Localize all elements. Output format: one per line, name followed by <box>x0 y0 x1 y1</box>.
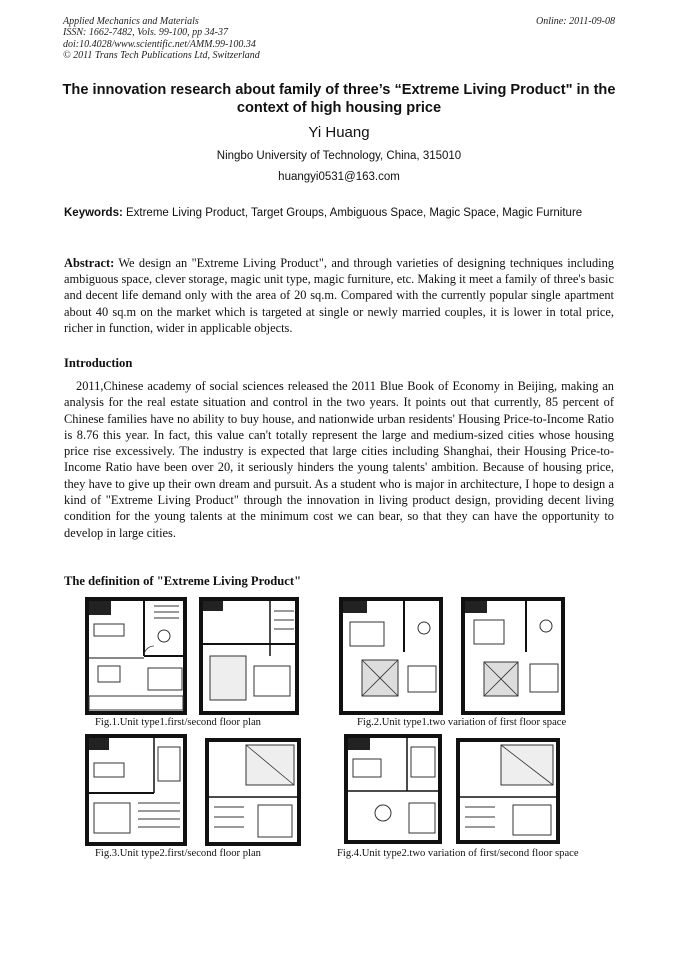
author-affiliation: Ningbo University of Technology, China, … <box>216 150 462 162</box>
floor-plan-drawing <box>199 597 299 715</box>
online-date: Online: 2011-09-08 <box>536 16 615 27</box>
fig4-caption: Fig.4.Unit type2.two variation of first/… <box>337 848 579 859</box>
floor-plan-drawing <box>85 597 187 715</box>
journal-issn: ISSN: 1662-7482, Vols. 99-100, pp 34-37 <box>63 27 228 39</box>
abstract-label: Abstract: <box>64 256 115 270</box>
definition-heading: The definition of "Extreme Living Produc… <box>64 574 302 588</box>
keywords-label: Keywords: <box>64 207 123 219</box>
fig4-first-floor-plan <box>343 733 443 845</box>
fig2-caption: Fig.2.Unit type1.two variation of first … <box>357 717 567 728</box>
journal-copyright: © 2011 Trans Tech Publications Ltd, Swit… <box>63 49 260 61</box>
paper-title: The innovation research about family of … <box>62 82 616 116</box>
abstract-text: We design an "Extreme Living Product", a… <box>64 256 614 335</box>
abstract-paragraph: Abstract: We design an "Extreme Living P… <box>64 255 614 336</box>
author-name: Yi Huang <box>308 124 370 141</box>
floor-plan-drawing <box>205 738 301 846</box>
journal-name: Applied Mechanics and Materials <box>63 16 199 27</box>
introduction-heading: Introduction <box>64 356 133 370</box>
keywords-text: Extreme Living Product, Target Groups, A… <box>122 207 583 219</box>
fig3-second-floor-plan <box>204 737 302 847</box>
fig3-caption: Fig.3.Unit type2.first/second floor plan <box>95 848 261 859</box>
journal-doi: doi:10.4028/www.scientific.net/AMM.99-10… <box>63 38 256 50</box>
floor-plan-drawing <box>344 734 442 844</box>
floor-plan-drawing <box>85 734 187 846</box>
fig4-second-floor-plan <box>455 737 561 845</box>
introduction-paragraph: 2011,Chinese academy of social sciences … <box>64 379 614 540</box>
fig2-variation-a-plan <box>338 596 444 716</box>
fig3-first-floor-plan <box>84 733 188 847</box>
fig2-variation-b-plan <box>460 596 566 716</box>
fig1-second-floor-plan <box>198 596 300 716</box>
journal-header: Applied Mechanics and Materials ISSN: 16… <box>63 16 615 61</box>
floor-plan-drawing <box>456 738 560 844</box>
keywords-paragraph: Keywords: Extreme Living Product, Target… <box>64 206 614 221</box>
fig1-first-floor-plan <box>84 596 188 716</box>
floor-plan-drawing <box>339 597 443 715</box>
fig1-caption: Fig.1.Unit type1.first/second floor plan <box>95 717 261 728</box>
author-email: huangyi0531@163.com <box>278 171 400 183</box>
floor-plan-drawing <box>461 597 565 715</box>
